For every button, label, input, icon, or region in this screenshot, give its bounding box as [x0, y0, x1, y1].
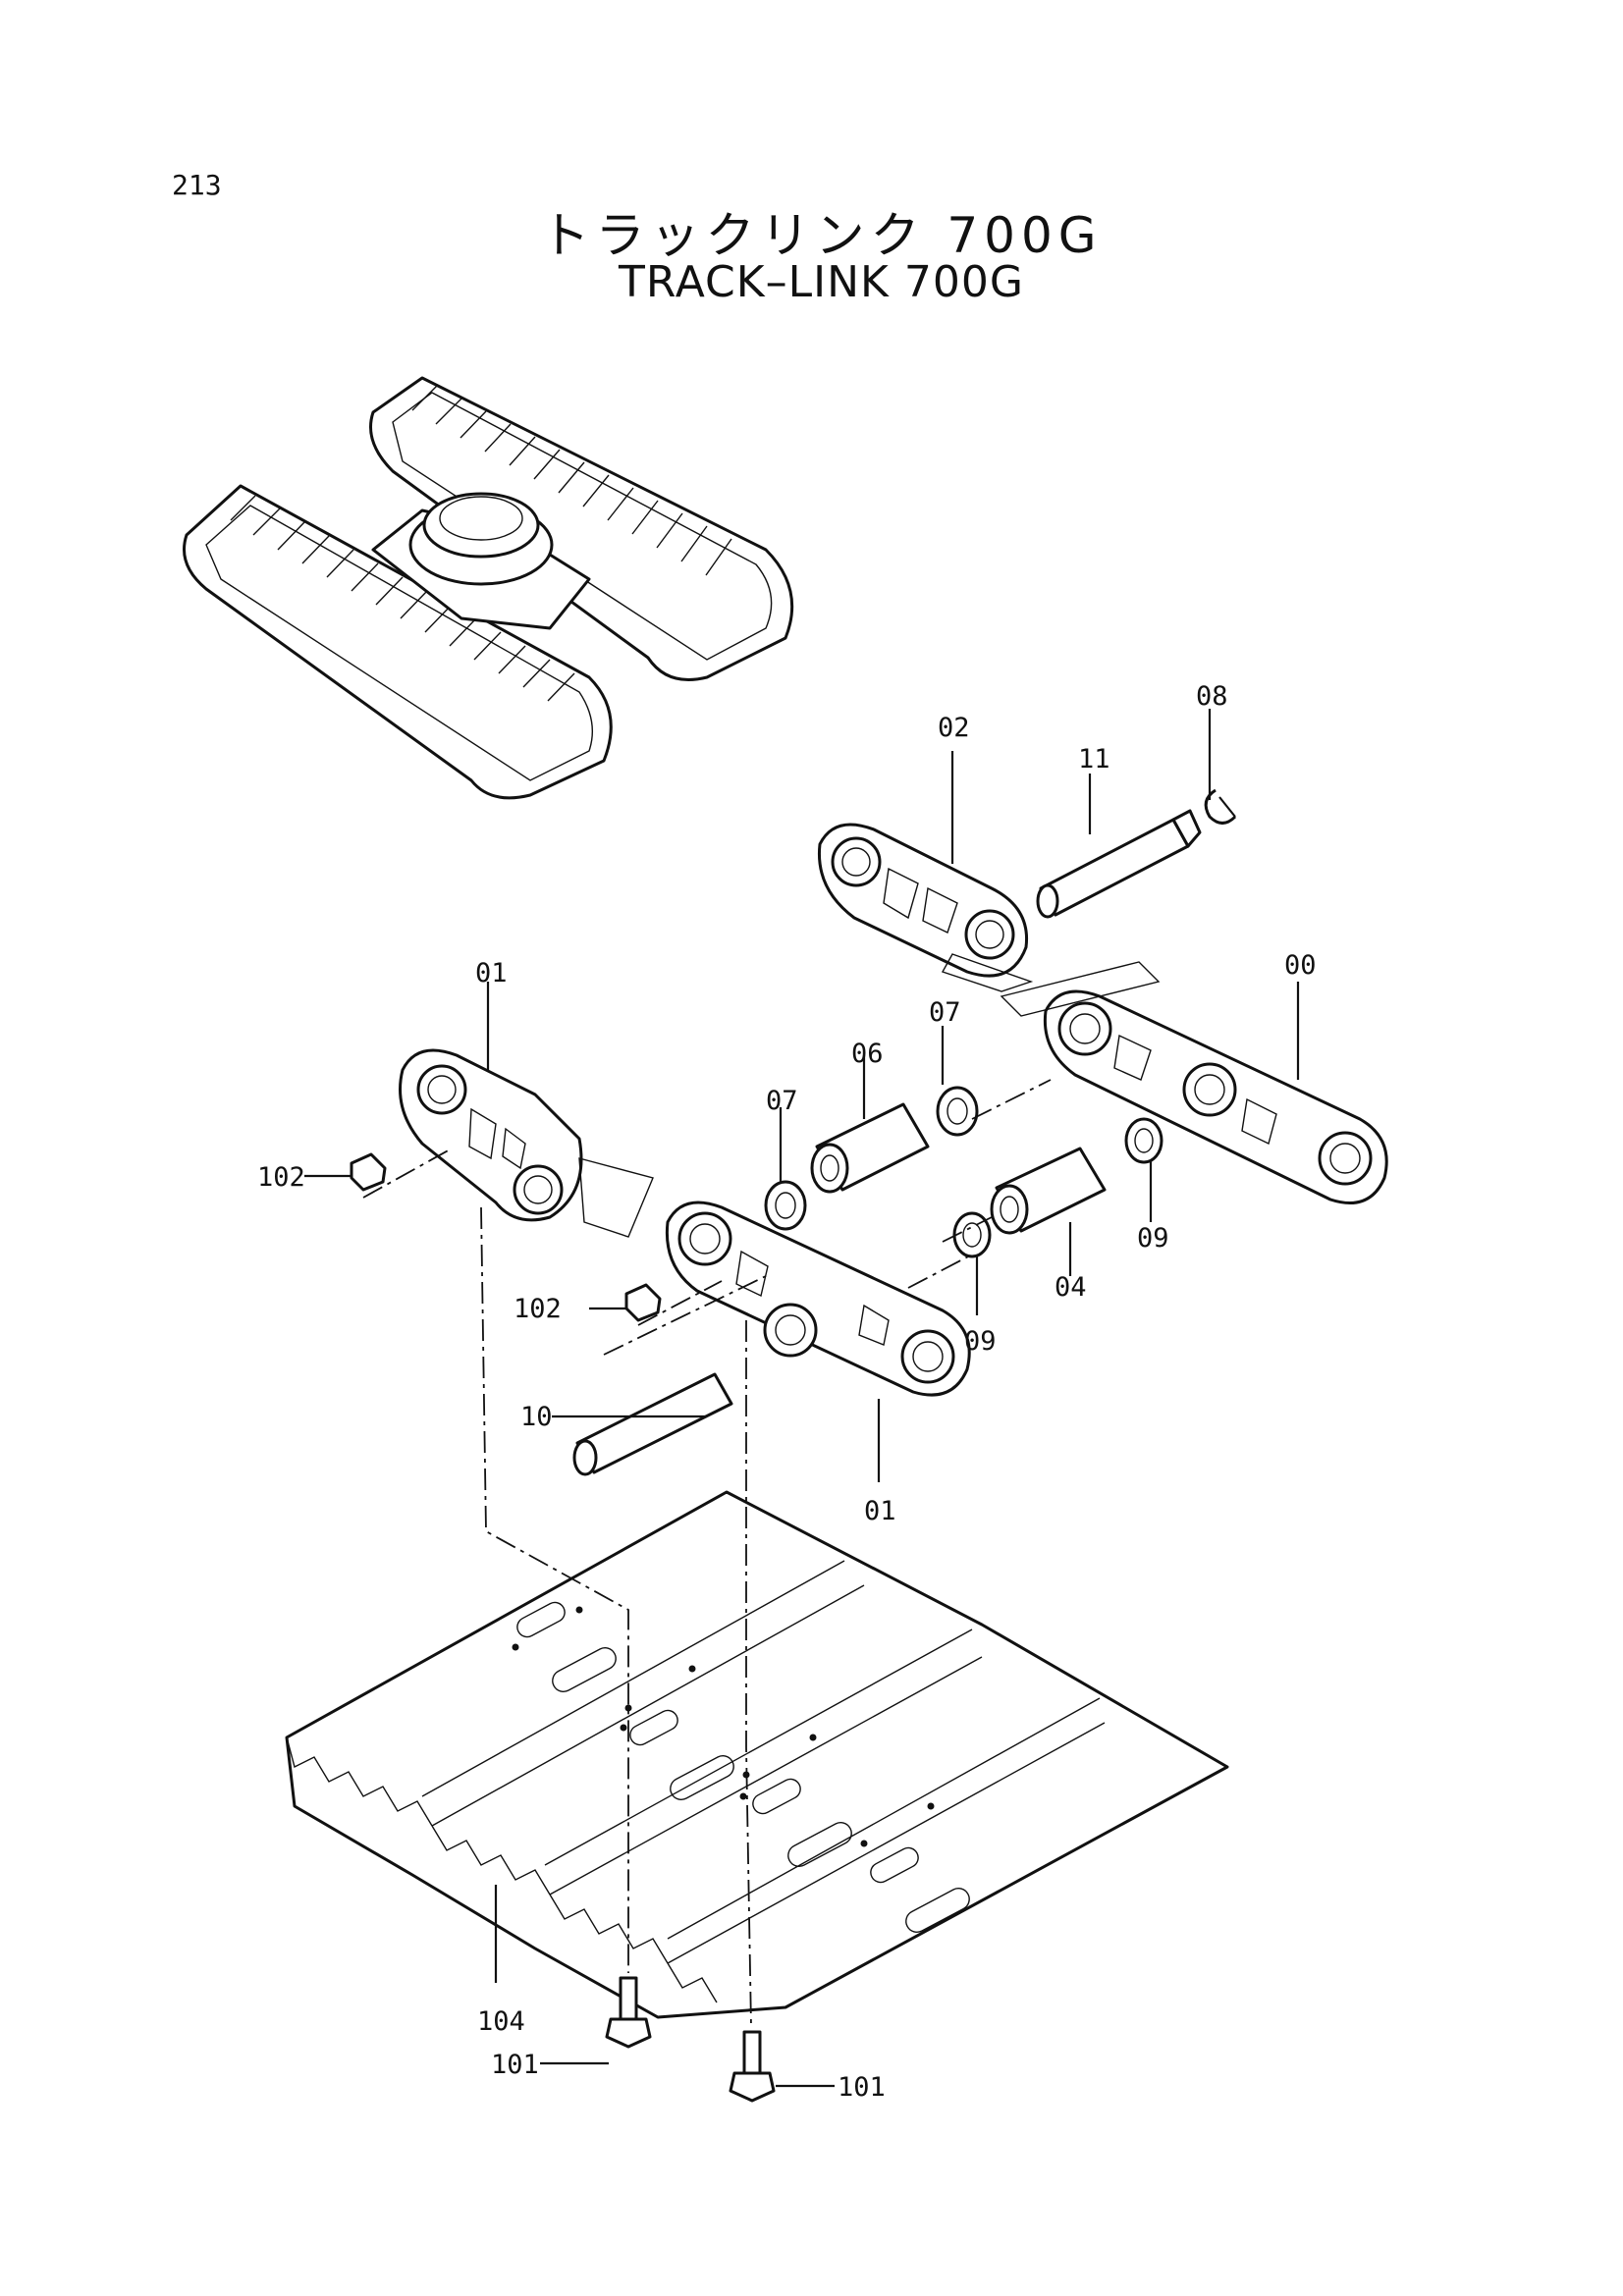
callout-04: 04 — [1055, 1272, 1087, 1303]
callout-11: 11 — [1078, 744, 1110, 774]
pin-10 — [572, 1372, 733, 1476]
link-01-left — [399, 1048, 654, 1238]
link-00-assembly — [1000, 961, 1388, 1204]
track-shoes-104 — [285, 1490, 1229, 2019]
callout-02: 02 — [938, 713, 970, 743]
link-02-assembly — [817, 788, 1237, 992]
bushing-06 — [810, 1102, 930, 1194]
callout-01-center: 01 — [864, 1496, 896, 1526]
callout-104: 104 — [477, 2006, 525, 2037]
callout-07-right: 07 — [929, 997, 961, 1028]
callout-06: 06 — [851, 1039, 884, 1069]
callout-00: 00 — [1284, 950, 1317, 981]
callout-102-left: 102 — [257, 1162, 305, 1193]
callout-08: 08 — [1196, 681, 1228, 712]
bolts-101 — [605, 1976, 776, 2103]
bushing-04 — [990, 1147, 1107, 1235]
leader-lines — [304, 709, 1300, 2088]
link-01-center — [665, 1201, 971, 1397]
callout-101-left: 101 — [491, 2050, 539, 2080]
callout-10: 10 — [520, 1402, 553, 1432]
callout-09-center: 09 — [964, 1326, 997, 1357]
callout-01-left: 01 — [475, 958, 508, 988]
callout-07-left: 07 — [766, 1086, 798, 1116]
nuts-102 — [350, 1152, 662, 1322]
callout-09-right: 09 — [1137, 1223, 1169, 1254]
callout-101-right: 101 — [838, 2072, 886, 2103]
title-japanese: トラックリンク 700G — [540, 207, 1103, 264]
page-number: 213 — [172, 169, 222, 201]
callout-labels: 00 01 01 02 04 06 07 07 08 09 09 10 11 1… — [257, 681, 1317, 2103]
callout-102-center: 102 — [514, 1294, 562, 1324]
title-english: TRACK–LINK 700G — [619, 257, 1024, 307]
assembly-center-lines — [362, 1079, 1052, 2028]
seals — [764, 1086, 1163, 1258]
undercarriage-overview — [183, 376, 794, 800]
